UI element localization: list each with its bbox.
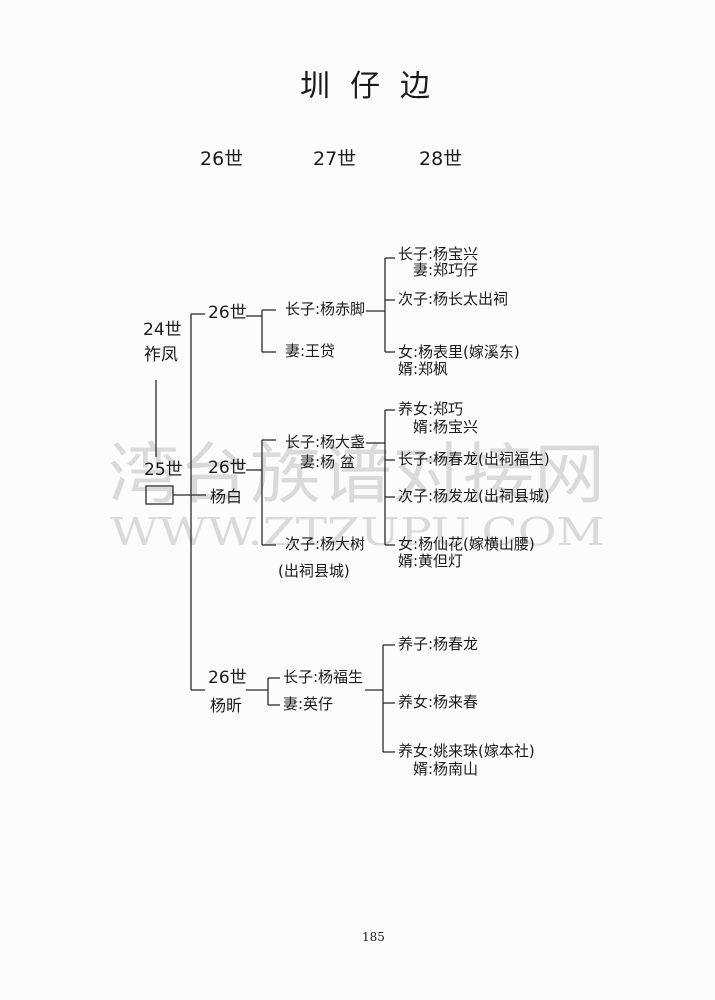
gen27-member: 长子:杨大盏	[285, 433, 366, 451]
gen28-spouse: 婿:杨宝兴	[413, 418, 479, 436]
gen26-name: 杨白	[210, 487, 243, 506]
gen28-member: 长子:杨宝兴	[398, 245, 479, 263]
gen25-generation: 25世	[144, 460, 183, 480]
gen27-member: 长子:杨赤脚	[285, 300, 366, 318]
gen28-spouse: 婿:黄但灯	[398, 552, 464, 570]
gen26-generation: 26世	[208, 668, 247, 688]
gen26-name: 杨昕	[210, 696, 243, 715]
gen28-spouse: 婿:杨南山	[413, 760, 479, 778]
gen27-member: 妻:英仔	[283, 695, 334, 713]
generation-header-26: 26世	[200, 148, 244, 170]
gen28-spouse: 婿:郑枫	[398, 360, 449, 378]
gen28-member: 养子:杨春龙	[398, 635, 479, 653]
gen26-generation: 26世	[208, 303, 247, 323]
gen28-member: 养女:郑巧	[398, 400, 464, 418]
gen25-name-box	[145, 485, 174, 505]
gen28-member: 女:杨仙花(嫁横山腰)	[398, 535, 535, 553]
gen28-member: 养女:杨来春	[398, 693, 479, 711]
generation-header-28: 28世	[419, 148, 463, 170]
gen26-generation: 26世	[208, 458, 247, 478]
gen27-member: 妻:杨 盆	[300, 453, 355, 471]
gen28-member: 长子:杨春龙(出祠福生)	[398, 450, 550, 468]
gen28-member: 次子:杨长太出祠	[398, 290, 509, 308]
page-number: 185	[362, 930, 385, 944]
gen28-member: 养女:姚来珠(嫁本社)	[398, 742, 535, 760]
watermark-url: WWW.ZTZUPU.COM	[110, 510, 605, 554]
gen28-member: 女:杨表里(嫁溪东)	[398, 343, 520, 361]
gen28-spouse: 妻:郑巧仔	[413, 261, 479, 279]
page-title: 圳仔边	[300, 69, 450, 104]
gen27-note: (出祠县城)	[278, 562, 350, 580]
gen24-name: 祚凤	[144, 345, 178, 365]
gen27-member: 长子:杨福生	[283, 668, 364, 686]
gen27-member: 次子:杨大树	[285, 535, 366, 553]
gen27-member: 妻:王贷	[285, 342, 336, 360]
gen24-generation: 24世	[143, 320, 182, 340]
generation-header-27: 27世	[313, 148, 357, 170]
gen28-member: 次子:杨发龙(出祠县城)	[398, 487, 550, 505]
